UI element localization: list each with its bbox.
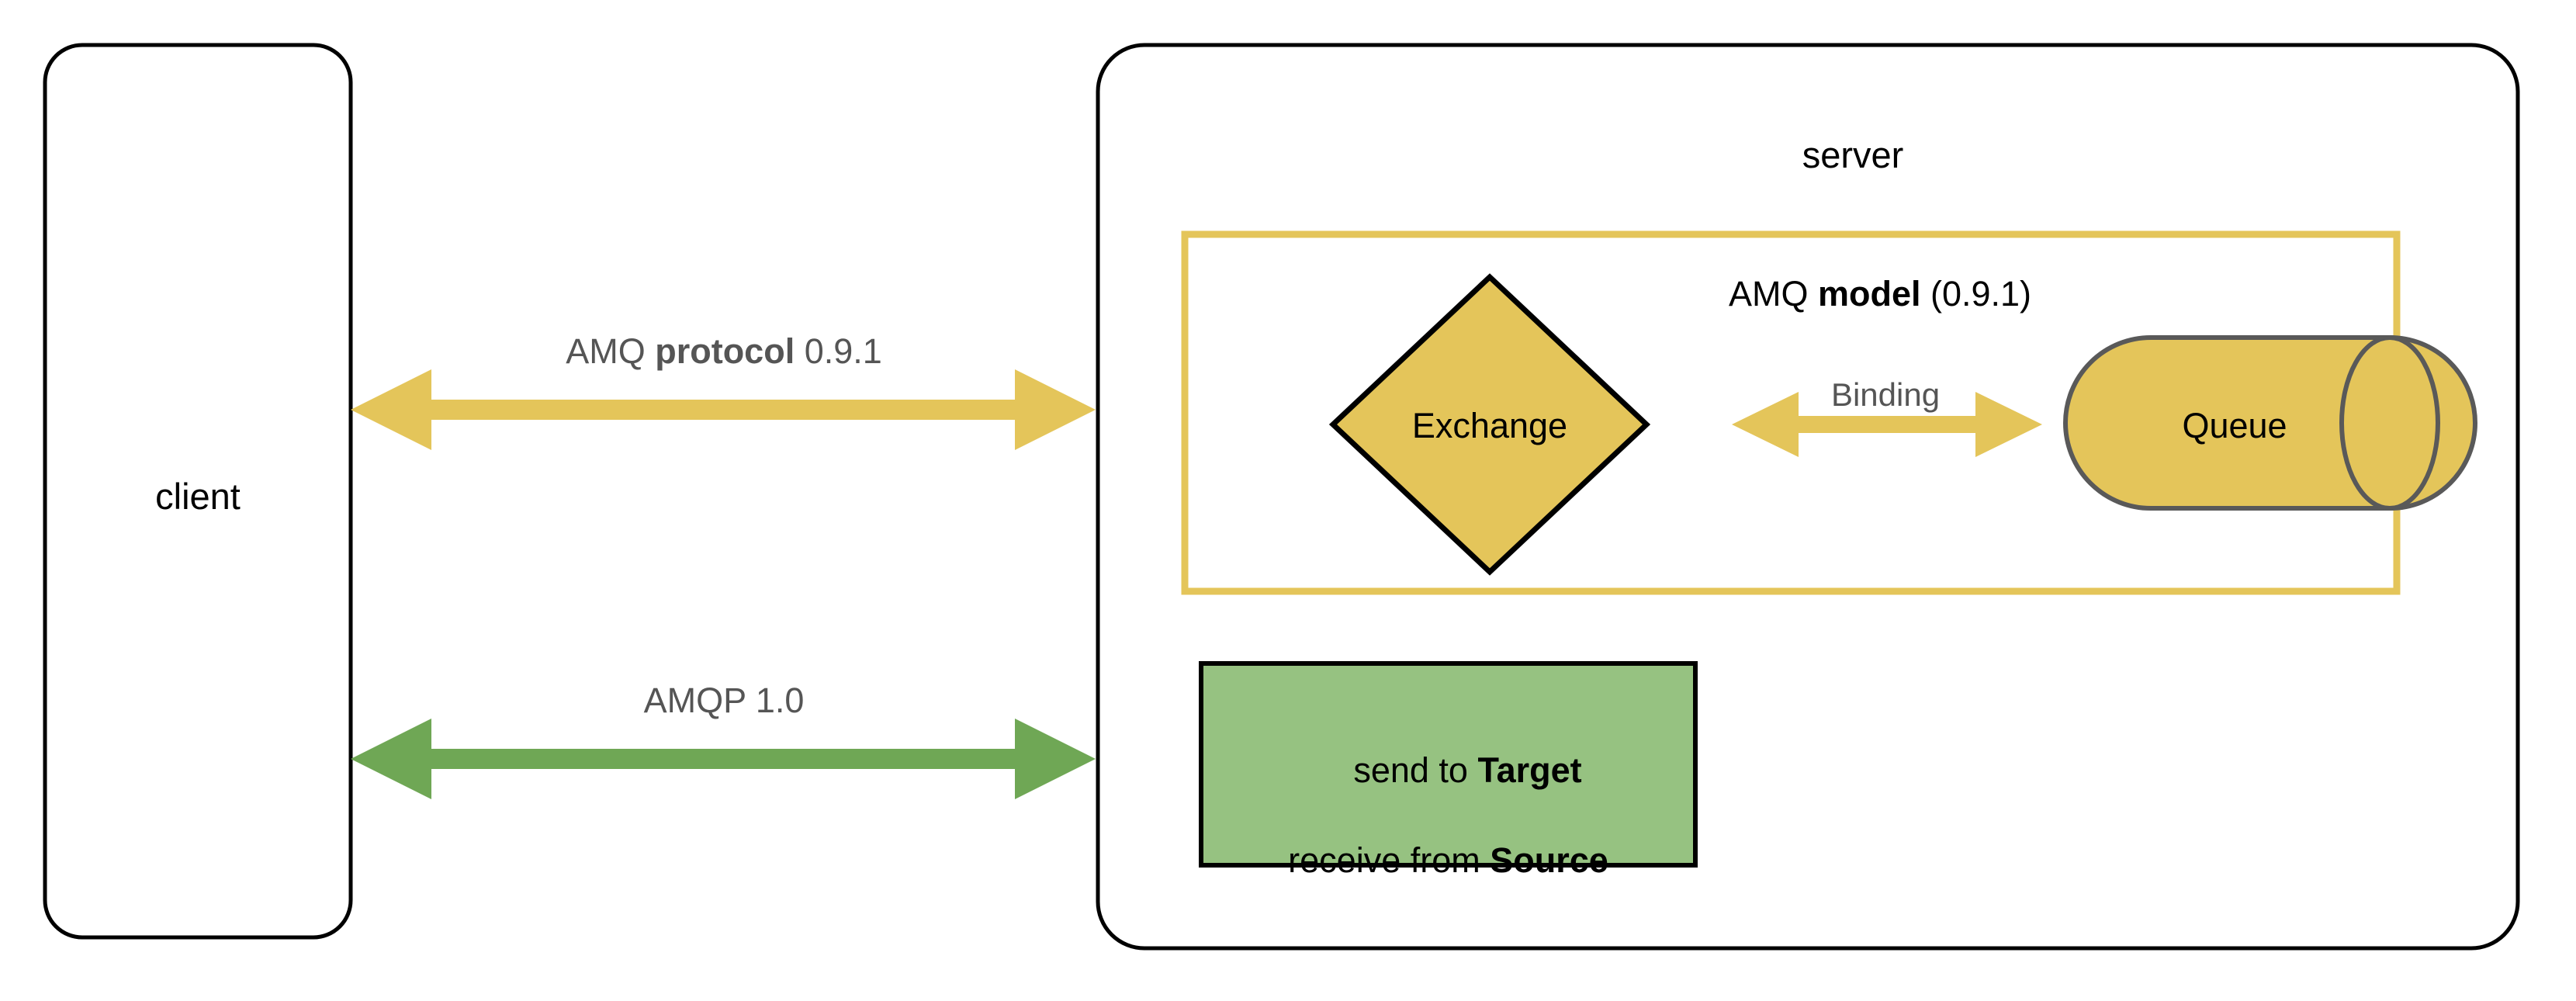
amq-model-label-prefix: AMQ [1728,274,1818,313]
amq-protocol-label-bold: protocol [655,331,795,371]
exchange-diamond[interactable] [1328,273,1651,576]
amqp-terms-line1-prefix: send to [1353,750,1478,791]
amq-protocol-label: AMQ protocol 0.9.1 [414,331,1034,372]
amqp-terms-box[interactable] [1199,661,1698,868]
amqp-terms-text: send to Target receive from Source [1201,708,1695,964]
amq-protocol-label-suffix: 0.9.1 [795,331,882,371]
binding-label: Binding [1830,376,1941,413]
exchange-label: Exchange [1411,406,1568,445]
amqp-terms-line2: receive from Source [1201,840,1695,881]
amq-model-label-bold: model [1817,274,1921,313]
amqp-terms-line2-prefix: receive from [1288,840,1491,881]
amq-protocol-arrow[interactable] [351,369,1096,450]
amqp-terms-line1: send to Target [1353,750,1581,790]
amqp-terms-line1-bold: Target [1477,750,1582,791]
amqp-terms-line2-bold: Source [1490,840,1608,881]
client-box[interactable] [43,43,353,940]
binding-arrow[interactable] [1732,392,2042,457]
amq-model-label: AMQ model (0.9.1) [1519,273,2241,314]
queue-cylinder[interactable] [2063,335,2477,511]
server-label: server [1802,134,1904,175]
client-label: client [155,476,241,517]
queue-label: Queue [2182,406,2287,445]
amqp10-arrow[interactable] [351,719,1096,799]
amqp10-label: AMQP 1.0 [643,681,805,720]
amq-model-label-suffix: (0.9.1) [1920,274,2032,313]
amq-protocol-label-prefix: AMQ [566,331,656,371]
